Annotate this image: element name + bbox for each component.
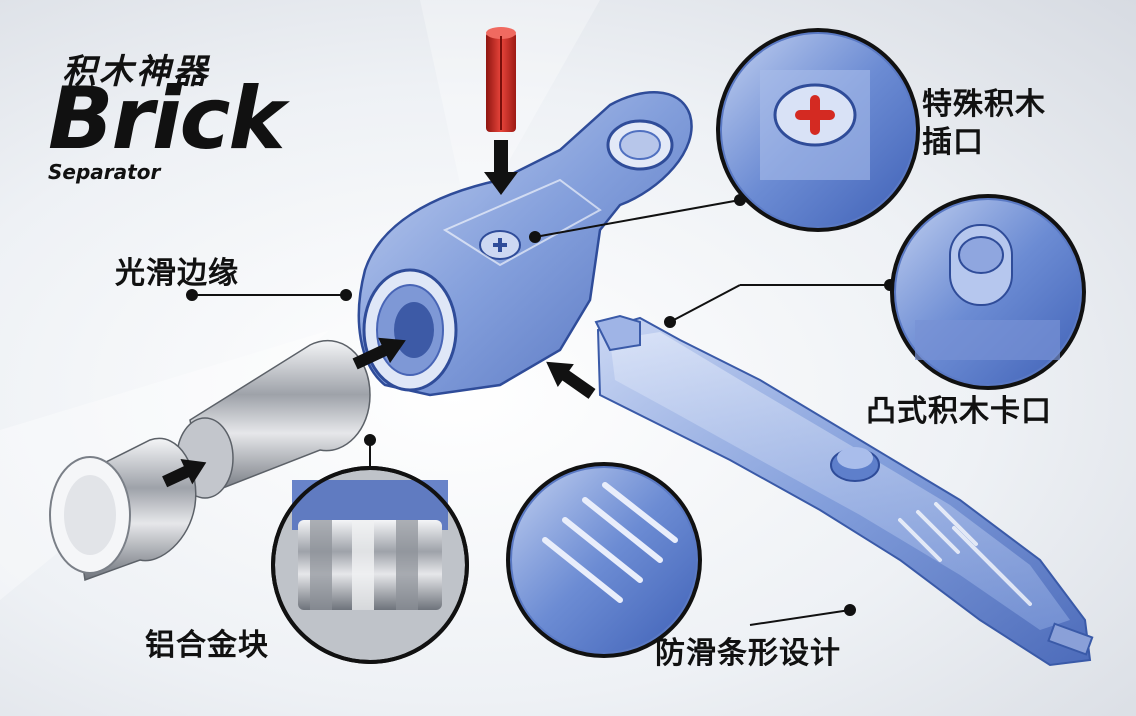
arrow-into-lever [546,361,596,399]
zoom-grip [506,462,702,658]
red-axle-brick [486,27,516,132]
assembly-arrows [162,140,596,488]
lever-tool [594,314,1094,667]
arrow-down [484,140,518,195]
callout-special-insert: 特殊积木插口 [922,87,1046,160]
zoom-clip [890,194,1086,390]
brand-subtitle: Separator [48,160,161,184]
callout-anti-slip-grip: 防滑条形设计 [655,636,841,671]
callout-smooth-edge: 光滑边缘 [115,256,239,291]
main-tool-body [357,91,693,397]
zoom-insert [716,28,920,232]
callout-lines [186,194,896,626]
arrow-cap [162,459,207,488]
callout-convex-clip: 凸式积木卡口 [866,394,1052,429]
alloy-weight [49,339,371,582]
arrow-into-socket [352,337,406,370]
callout-alloy-block: 铝合金块 [145,628,269,663]
brand-main-title: Brick [48,69,286,169]
zoom-alloy [271,466,469,664]
brand-chinese-title: 积木神器 [62,52,210,92]
